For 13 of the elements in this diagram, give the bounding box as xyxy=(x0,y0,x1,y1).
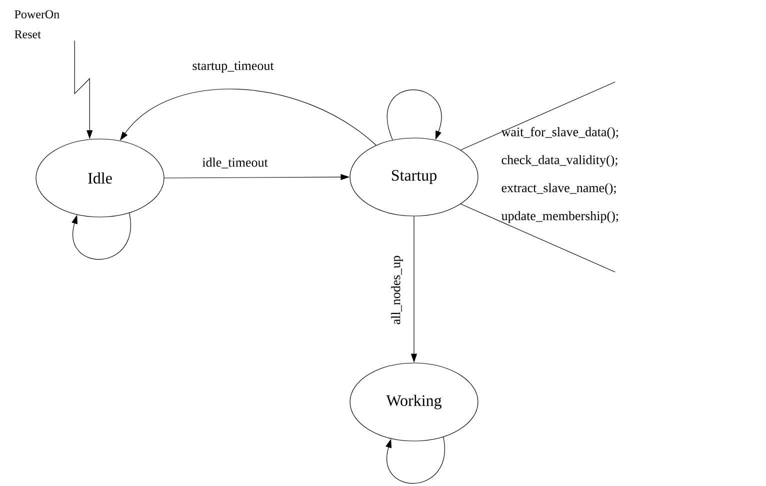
function-call: check_data_validity(); xyxy=(502,155,618,167)
edge-label: idle_timeout xyxy=(202,158,268,168)
function-call: wait_for_slave_data(); xyxy=(501,127,618,139)
function-call: extract_slave_name(); xyxy=(502,183,616,195)
self-loop-arrow xyxy=(386,436,445,484)
line xyxy=(460,204,616,272)
trigger-label: PowerOn Reset xyxy=(14,10,60,38)
edge-label: startup_timeout xyxy=(192,61,274,73)
edge-label: all_nodes_up xyxy=(391,256,403,324)
line xyxy=(460,82,616,150)
self-loop-arrow xyxy=(72,212,131,260)
self-loop-arrow xyxy=(387,90,442,140)
function-call: update_membership(); xyxy=(501,211,618,223)
